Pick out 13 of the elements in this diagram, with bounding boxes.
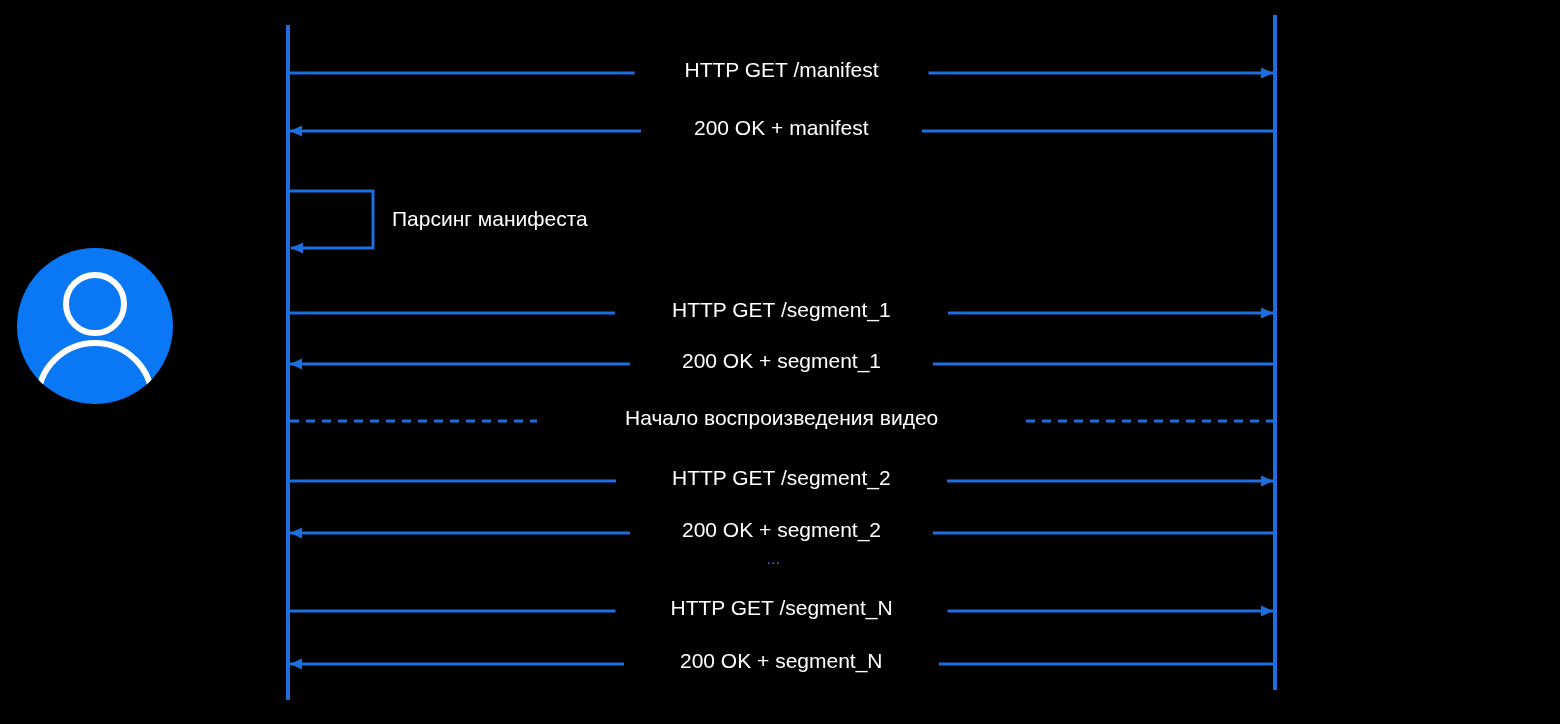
edge-label: HTTP GET /manifest [684,58,879,82]
edge-label: 200 OK + segment_2 [682,518,882,542]
edge-label: HTTP GET /segment_1 [672,298,891,322]
edge-label: HTTP GET /segment_N [670,596,893,620]
edge-label: Начало воспроизведения видео [625,406,939,430]
edge-label: 200 OK + segment_N [680,649,883,673]
loop-arrow [290,189,375,254]
edge-label: 200 OK + manifest [694,116,869,140]
ellipsis-label: ... [766,551,780,567]
edge-label: 200 OK + segment_1 [682,349,882,373]
edge-label: Парсинг манифеста [392,206,588,231]
edge-label: HTTP GET /segment_2 [672,466,891,490]
lifeline [1273,15,1277,690]
